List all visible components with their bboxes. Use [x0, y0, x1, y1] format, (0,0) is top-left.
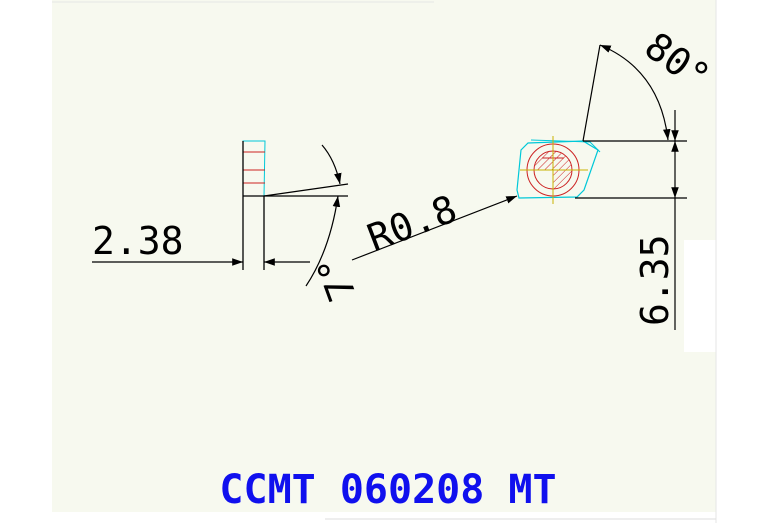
side-view [92, 140, 349, 287]
part-code-title: CCMT 060208 MT [219, 467, 556, 513]
paper-panel-bottom [52, 352, 716, 512]
inscribed-circle-label: 6.35 [633, 234, 677, 326]
thickness-label: 2.38 [92, 219, 184, 263]
top-view [351, 44, 687, 330]
paper-panel-right-bottom [434, 240, 684, 352]
